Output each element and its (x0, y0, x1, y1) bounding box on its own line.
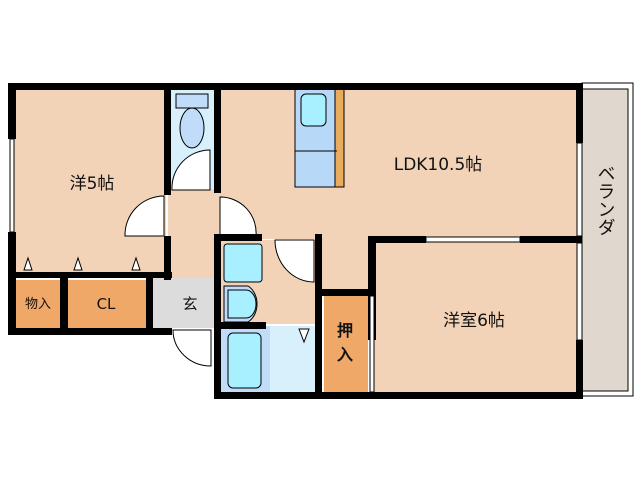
bathtub-icon (227, 332, 262, 389)
label-western-5: 洋5帖 (70, 174, 115, 194)
storage-small (16, 280, 60, 328)
label-closet: CL (97, 295, 116, 313)
room-western-6 (372, 240, 578, 394)
hallway (168, 189, 218, 281)
room-western-5 (14, 89, 166, 273)
room-ldk-lower (318, 236, 372, 296)
entrance (153, 278, 215, 328)
label-western-6: 洋室6帖 (443, 311, 505, 331)
label-entrance: 玄 (182, 295, 197, 313)
walls (8, 83, 583, 399)
washing-machine-icon (223, 243, 263, 283)
veranda-floor (581, 88, 629, 392)
label-oshiire-1: 押 (337, 321, 353, 340)
label-veranda: ベランダ (595, 164, 616, 236)
oshiire (324, 296, 368, 392)
label-ldk: LDK10.5帖 (394, 155, 483, 175)
sink-icon (300, 93, 327, 127)
label-storage-small: 物入 (25, 297, 51, 312)
label-oshiire-2: 入 (337, 345, 353, 364)
closet (68, 280, 146, 328)
door-swings (124, 149, 315, 367)
closet-door-markers (23, 256, 310, 344)
room-ldk (218, 89, 578, 239)
windows (9, 138, 583, 393)
kitchen-counter-edge (334, 88, 345, 188)
toilet-bowl-icon (179, 107, 205, 149)
toilet-tank (175, 93, 209, 109)
